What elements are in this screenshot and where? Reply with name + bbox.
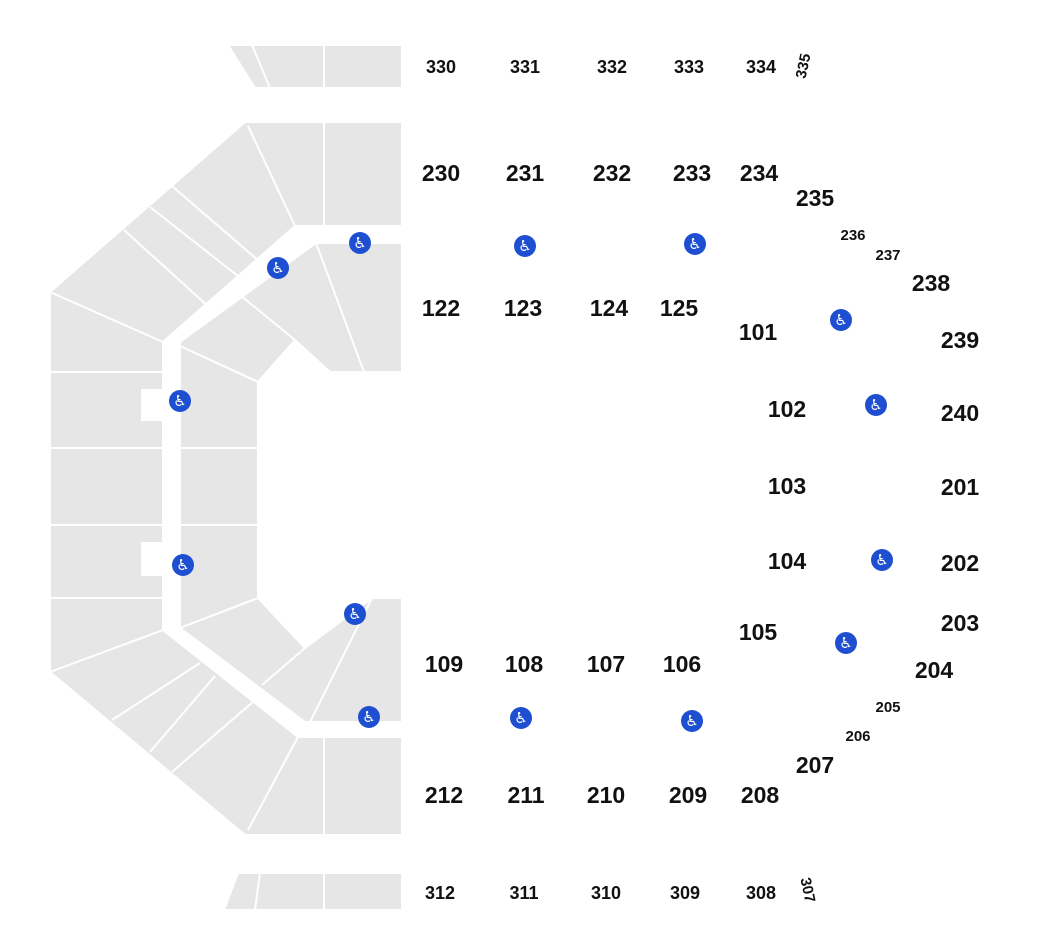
section-334[interactable]: 334 (746, 57, 776, 77)
section-109[interactable]: 109 (425, 651, 463, 677)
svg-text:♿: ♿ (176, 556, 189, 574)
section-210[interactable]: 210 (587, 782, 625, 808)
svg-text:♿: ♿ (518, 237, 531, 255)
svg-text:♿: ♿ (875, 551, 888, 569)
section-205[interactable]: 205 (875, 699, 900, 716)
svg-text:♿: ♿ (514, 709, 527, 727)
outer-ring-sections (49, 121, 403, 836)
section-122[interactable]: 122 (422, 295, 460, 321)
wheelchair-icon: ♿ (172, 554, 194, 576)
wheelchair-icon: ♿ (510, 707, 532, 729)
section-312[interactable]: 312 (425, 883, 455, 903)
wheelchair-icon: ♿ (830, 309, 852, 331)
section-106[interactable]: 106 (663, 651, 701, 677)
svg-text:♿: ♿ (688, 235, 701, 253)
section-102[interactable]: 102 (768, 396, 806, 422)
section-332[interactable]: 332 (597, 57, 627, 77)
wheelchair-icon: ♿ (349, 232, 371, 254)
section-206[interactable]: 206 (845, 728, 870, 745)
wheelchair-icon: ♿ (344, 603, 366, 625)
section-124[interactable]: 124 (590, 295, 629, 321)
section-211[interactable]: 211 (507, 782, 544, 808)
section-101[interactable]: 101 (739, 319, 778, 345)
section-201[interactable]: 201 (941, 474, 980, 500)
svg-text:♿: ♿ (839, 634, 852, 652)
inner-ring-end[interactable] (179, 344, 259, 630)
section-105[interactable]: 105 (739, 619, 778, 645)
section-207[interactable]: 207 (796, 752, 834, 778)
section-231[interactable]: 231 (506, 160, 545, 186)
section-235[interactable]: 235 (796, 185, 835, 211)
wheelchair-icon: ♿ (835, 632, 857, 654)
section-108[interactable]: 108 (505, 651, 544, 677)
section-204[interactable]: 204 (915, 657, 954, 683)
outer-ring-end[interactable] (49, 371, 164, 599)
wheelchair-icon: ♿ (865, 394, 887, 416)
section-330[interactable]: 330 (426, 57, 456, 77)
section-232[interactable]: 232 (593, 160, 631, 186)
section-308[interactable]: 308 (746, 883, 776, 903)
section-123[interactable]: 123 (504, 295, 542, 321)
section-311[interactable]: 311 (509, 883, 538, 903)
wheelchair-icon: ♿ (267, 257, 289, 279)
section-103[interactable]: 103 (768, 473, 806, 499)
upper-strip-top-block[interactable] (226, 44, 403, 89)
accessible-seating-markers: ♿ ♿ ♿ ♿ ♿ ♿ ♿ ♿ ♿ ♿ ♿ ♿ ♿ ♿ (169, 232, 893, 732)
section-335[interactable]: 335 (793, 52, 815, 80)
section-212[interactable]: 212 (425, 782, 463, 808)
section-209[interactable]: 209 (669, 782, 707, 808)
upper-strip-bottom-block[interactable] (222, 872, 403, 911)
outer-ring-bottom[interactable] (49, 597, 403, 836)
section-240[interactable]: 240 (941, 400, 979, 426)
section-125[interactable]: 125 (660, 295, 699, 321)
svg-text:♿: ♿ (685, 712, 698, 730)
section-234[interactable]: 234 (740, 160, 779, 186)
section-331[interactable]: 331 (510, 57, 540, 77)
svg-text:♿: ♿ (173, 392, 186, 410)
section-307[interactable]: 307 (796, 876, 818, 904)
section-208[interactable]: 208 (741, 782, 780, 808)
section-233[interactable]: 233 (673, 160, 711, 186)
section-230[interactable]: 230 (422, 160, 460, 186)
section-labels: 330 331 332 333 334 335 230 231 232 233 … (422, 52, 980, 904)
svg-text:♿: ♿ (834, 311, 847, 329)
section-333[interactable]: 333 (674, 57, 704, 77)
section-239[interactable]: 239 (941, 327, 979, 353)
upper-strip-bottom (222, 872, 403, 911)
wheelchair-icon: ♿ (684, 233, 706, 255)
wheelchair-icon: ♿ (514, 235, 536, 257)
section-310[interactable]: 310 (591, 883, 621, 903)
svg-text:♿: ♿ (348, 605, 361, 623)
wheelchair-icon: ♿ (681, 710, 703, 732)
wheelchair-icon: ♿ (169, 390, 191, 412)
section-203[interactable]: 203 (941, 610, 979, 636)
section-237[interactable]: 237 (875, 247, 900, 264)
svg-text:♿: ♿ (362, 708, 375, 726)
section-202[interactable]: 202 (941, 550, 979, 576)
section-309[interactable]: 309 (670, 883, 700, 903)
svg-text:♿: ♿ (869, 396, 882, 414)
section-238[interactable]: 238 (912, 270, 951, 296)
upper-strip-top (226, 44, 403, 89)
section-104[interactable]: 104 (768, 548, 807, 574)
svg-text:♿: ♿ (353, 234, 366, 252)
wheelchair-icon: ♿ (871, 549, 893, 571)
svg-text:♿: ♿ (271, 259, 284, 277)
wheelchair-icon: ♿ (358, 706, 380, 728)
inner-ring-sections (177, 242, 403, 723)
section-107[interactable]: 107 (587, 651, 625, 677)
section-236[interactable]: 236 (840, 227, 865, 244)
